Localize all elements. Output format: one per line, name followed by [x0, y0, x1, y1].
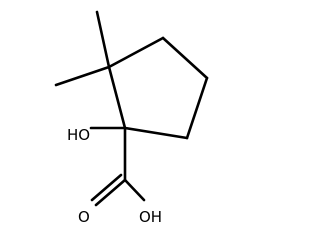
ring-bond-c4-c5	[185, 76, 209, 140]
carbonyl-double-bond-a	[94, 178, 127, 207]
acid-hydroxyl-label: OH	[139, 208, 162, 226]
carbonyl-oxygen-label: O	[78, 208, 90, 226]
methyl-bond-left	[54, 65, 111, 87]
ring-bond-c3-c4	[161, 36, 209, 80]
ring-bond-c1-c2	[107, 65, 127, 130]
structure-canvas: HO O OH	[54, 10, 209, 226]
acid-hydroxyl-bond	[123, 178, 146, 202]
ring-hydroxyl-label: HO	[67, 126, 90, 144]
ring-bond-c2-c3	[107, 36, 165, 69]
molecule-diagram: HO O OH	[54, 10, 209, 226]
ring-bond-c5-c1	[123, 126, 189, 140]
methyl-bond-upper	[95, 10, 111, 69]
carbonyl-double-bond-b	[90, 173, 123, 202]
